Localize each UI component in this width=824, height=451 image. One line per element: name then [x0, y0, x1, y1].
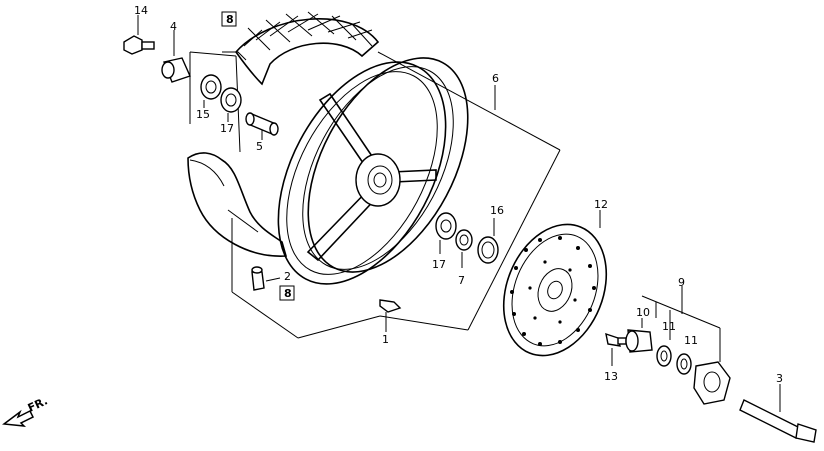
- callout-9: 9: [678, 276, 685, 289]
- callout-12: 12: [594, 198, 608, 211]
- callout-8-bottom: 8: [284, 287, 292, 300]
- callout-7: 7: [458, 274, 465, 287]
- callout-11-a: 11: [662, 320, 676, 333]
- part-2-valve: [251, 266, 281, 291]
- callout-4: 4: [170, 20, 177, 33]
- part-7-collar: [455, 229, 473, 268]
- part-16-seal: [477, 218, 499, 264]
- callout-2: 2: [284, 270, 291, 283]
- part-3-axle: [739, 384, 817, 443]
- wheel-rim-part: [277, 57, 469, 285]
- assembly-outline: [189, 51, 561, 339]
- callout-1: 1: [382, 333, 389, 346]
- callout-16: 16: [490, 204, 504, 217]
- part-12-brake-disc: [502, 210, 608, 357]
- part-10-collar: [625, 318, 653, 353]
- part-17-seal-top: [220, 87, 242, 122]
- part-15-bearing: [200, 74, 222, 108]
- part-14-bolt: [123, 15, 155, 55]
- callout-6: 6: [492, 72, 499, 85]
- callout-8-top-box: [221, 11, 237, 27]
- callout-10: 10: [636, 306, 650, 319]
- part-4-collar: [161, 30, 191, 83]
- part-17-bearing-right: [435, 212, 457, 254]
- callout-17-top: 17: [220, 122, 234, 135]
- part-11-seal-b: [676, 353, 692, 375]
- arrow-left-down-icon: [2, 409, 35, 427]
- part-13-bolt: [605, 332, 627, 366]
- callout-14: 14: [134, 4, 148, 17]
- callout-8-top: 8: [226, 13, 234, 26]
- direction-label: FR.: [26, 394, 50, 414]
- tire-top-part: [222, 11, 380, 86]
- callout-5: 5: [256, 140, 263, 153]
- callout-15: 15: [196, 108, 210, 121]
- part-1-balance-weight: [379, 299, 402, 332]
- part-11-seal-a: [656, 345, 672, 367]
- callout-11-b: 11: [684, 334, 698, 347]
- tire-bottom-part: [187, 152, 288, 257]
- callout-3: 3: [776, 372, 783, 385]
- callout-17-right: 17: [432, 258, 446, 271]
- part-5-spacer: [245, 112, 279, 140]
- part-9-speedometer-gearbox: [641, 286, 731, 405]
- callout-13: 13: [604, 370, 618, 383]
- callout-8-bottom-box: [279, 285, 295, 301]
